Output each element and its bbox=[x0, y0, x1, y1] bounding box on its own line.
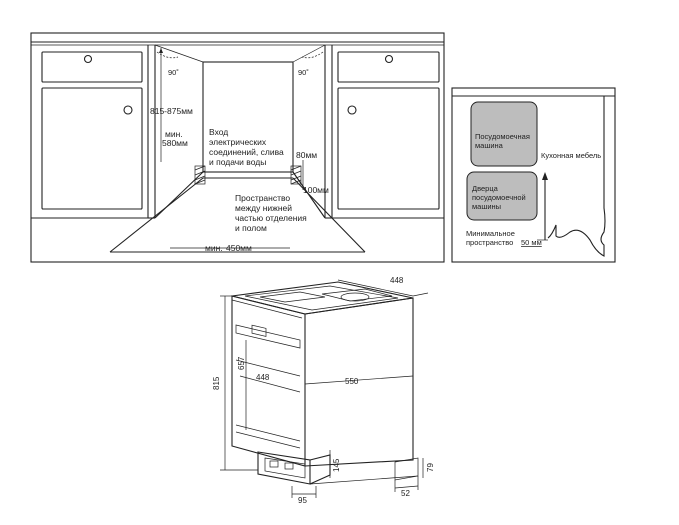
min-width-value: 450мм bbox=[226, 243, 252, 253]
dim-foot-offset: 95 bbox=[298, 496, 307, 505]
space-note-line-1: Пространство bbox=[235, 193, 290, 203]
space-note-line-4: и полом bbox=[235, 223, 267, 233]
right-cabinet-knob bbox=[347, 105, 357, 115]
dishwasher-door bbox=[466, 171, 538, 221]
installation-front-view: 90˚ 90˚ 815-875мм мин. 580мм Вход электр… bbox=[30, 32, 445, 263]
dishwasher-label-line-2: машина bbox=[475, 141, 504, 150]
right-plinth-hatch bbox=[290, 165, 302, 185]
angle-left-label: 90˚ bbox=[168, 68, 179, 77]
utility-inlet-line-2: электрических bbox=[209, 137, 267, 147]
dim-panel-height: 657 bbox=[237, 356, 246, 370]
right-drawer-knob bbox=[384, 54, 394, 64]
utility-inlet-note: Вход электрических соединений, слива и п… bbox=[209, 127, 286, 167]
dishwasher-body bbox=[470, 101, 538, 167]
furniture-label: Кухонная мебель bbox=[541, 151, 601, 160]
dishwasher-label: Посудомоечная машина bbox=[475, 132, 532, 150]
door-label-line-1: Дверца bbox=[472, 184, 499, 193]
min-depth-prefix: мин. bbox=[165, 129, 183, 139]
product-dimensions: 448 448 550 815 657 145 79 95 52 bbox=[212, 276, 435, 505]
left-drawer bbox=[41, 51, 143, 83]
side-view: Посудомоечная машина Дверца посудомоечно… bbox=[451, 87, 616, 263]
door-label: Дверца посудомоечной машины bbox=[472, 184, 528, 211]
utility-inlet-line-4: и подачи воды bbox=[209, 157, 266, 167]
left-plinth-hatch bbox=[194, 165, 206, 185]
space-note-line-3: частью отделения bbox=[235, 213, 307, 223]
dim-top-depth: 448 bbox=[390, 276, 404, 285]
utility-inlet-line-1: Вход bbox=[209, 127, 228, 137]
dim-plinth-height: 145 bbox=[332, 458, 341, 472]
dim-height: 815 bbox=[212, 376, 221, 390]
dim-80-label: 80мм bbox=[296, 150, 317, 160]
dim-depth: 550 bbox=[345, 377, 359, 386]
right-drawer bbox=[337, 51, 440, 83]
min-space-line-1: Минимальное bbox=[466, 229, 515, 238]
dim-foot-height: 79 bbox=[426, 463, 435, 472]
dim-foot-depth: 52 bbox=[401, 489, 410, 498]
niche-back-wall bbox=[202, 61, 294, 173]
height-range-label: 815-875мм bbox=[150, 106, 193, 116]
space-note-line-2: между нижней bbox=[235, 203, 292, 213]
min-depth-value: 580мм bbox=[162, 138, 188, 148]
door-label-line-3: машины bbox=[472, 202, 501, 211]
left-drawer-knob bbox=[83, 54, 93, 64]
dim-100-label: 100мм bbox=[303, 185, 329, 195]
min-space-value: 50 мм bbox=[521, 238, 542, 247]
product-side-face bbox=[304, 297, 414, 467]
utility-inlet-line-3: соединений, слива bbox=[209, 147, 284, 157]
min-space-label: Минимальное пространство bbox=[466, 229, 517, 247]
min-space-line-2: пространство bbox=[466, 238, 513, 247]
space-note: Пространство между нижней частью отделен… bbox=[235, 193, 309, 233]
dishwasher-label-line-1: Посудомоечная bbox=[475, 132, 530, 141]
left-cabinet-knob bbox=[123, 105, 133, 115]
panel-frame-side bbox=[451, 87, 616, 263]
min-width-prefix: мин. bbox=[205, 243, 223, 253]
furniture-edge bbox=[547, 178, 606, 257]
angle-right-label: 90˚ bbox=[298, 68, 309, 77]
dim-width: 448 bbox=[256, 373, 270, 382]
door-label-line-2: посудомоечной bbox=[472, 193, 526, 202]
panel-frame-front bbox=[30, 32, 445, 263]
